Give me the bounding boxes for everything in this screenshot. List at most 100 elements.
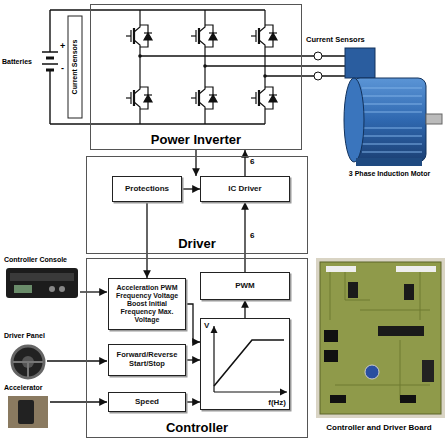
induction-motor	[362, 128, 422, 129]
device-label: Accelerator	[4, 384, 43, 392]
board-photo	[330, 270, 430, 400]
junction-dot	[203, 64, 207, 68]
inverter-block: Power Inverter	[90, 4, 302, 150]
control-box: Forward/Reverse Start/Stop	[108, 344, 186, 376]
dc-bus	[50, 123, 265, 124]
signal-arrow	[244, 202, 245, 272]
current-sensor-symbol	[314, 72, 322, 80]
axis-label: f(Hz)	[268, 398, 286, 407]
controller-block: Controller Acceleration PWM Frequency Vol…	[86, 258, 308, 438]
induction-motor	[344, 78, 364, 162]
induction-motor	[362, 136, 422, 137]
controller-console-image	[59, 286, 65, 292]
box-text: IC Driver	[228, 184, 261, 193]
polarity-sign: -	[61, 64, 64, 74]
signal-arrow	[182, 188, 200, 189]
vf-curve	[214, 391, 287, 392]
component-label: Current Sensors	[306, 36, 365, 44]
induction-motor	[362, 104, 422, 105]
signal-arrow	[244, 150, 245, 176]
input-box: Speed	[108, 392, 186, 412]
bus-width-label: 6	[249, 232, 255, 240]
induction-motor	[362, 88, 422, 89]
component-label: Current Sensors	[71, 40, 79, 95]
board-photo	[400, 395, 416, 403]
induction-motor	[362, 96, 422, 97]
battery-symbol	[42, 63, 58, 65]
block-title: Controller	[87, 420, 307, 435]
process-box: PWM	[200, 272, 290, 300]
battery-symbol	[46, 69, 54, 72]
component-label: Batteries	[2, 58, 32, 66]
photo-caption: Controller and Driver Board	[312, 424, 446, 433]
box-text: Protections	[125, 184, 169, 193]
current-sensor-box	[68, 16, 82, 118]
input-arrow	[47, 292, 107, 402]
process-box: IC Driver	[200, 176, 290, 202]
accelerator-image	[18, 400, 34, 424]
board-photo	[365, 365, 379, 379]
box-text: Speed	[135, 397, 159, 406]
board-photo	[396, 266, 436, 272]
board-photo	[330, 270, 430, 400]
block-title: Driver	[87, 236, 307, 251]
battery-symbol	[46, 57, 54, 60]
controller-console-image	[14, 285, 32, 293]
current-sensor-symbol	[314, 52, 322, 80]
signal-arrow	[186, 304, 200, 342]
signal-arrow	[195, 150, 196, 176]
board-photo	[324, 330, 338, 342]
driver-panel-image	[12, 346, 44, 378]
induction-motor	[362, 144, 422, 145]
parameter-box: Acceleration PWM Frequency Voltage Boost…	[108, 278, 186, 330]
device-label: Controller Console	[4, 256, 67, 264]
inverter-legs	[126, 84, 152, 112]
induction-motor	[362, 112, 422, 113]
induction-motor	[362, 88, 422, 152]
board-photo	[316, 258, 445, 418]
board-photo	[320, 262, 441, 414]
controller-console-image	[6, 268, 78, 298]
driver-panel-image	[12, 346, 44, 378]
bus-width-label: 6	[249, 158, 255, 166]
device-label: Driver Panel	[4, 332, 45, 340]
junction-dot	[138, 54, 142, 58]
input-arrow	[47, 360, 107, 361]
phase-wires	[140, 56, 345, 76]
inverter-legs	[126, 22, 152, 50]
inverter-legs	[251, 84, 277, 112]
box-text: PWM	[235, 281, 255, 290]
inverter-legs	[251, 22, 277, 50]
component-label: 3 Phase Induction Motor	[334, 170, 445, 178]
controller-console-image	[10, 273, 74, 281]
induction-motor	[356, 158, 422, 166]
driver-block: Driver Protections IC Driver	[86, 156, 308, 254]
controller-console-image	[6, 268, 78, 298]
vf-curve	[213, 326, 214, 392]
accelerator-image	[8, 396, 48, 428]
induction-motor	[426, 114, 442, 124]
process-box: Protections	[112, 176, 182, 202]
input-arrow	[80, 291, 107, 292]
signal-arrow	[146, 202, 147, 278]
axis-label: V	[204, 321, 209, 330]
signal-arrow	[186, 401, 200, 402]
vf-curve	[214, 326, 287, 392]
inverter-legs	[191, 22, 217, 50]
phase-wires	[265, 75, 345, 76]
board-photo	[404, 284, 414, 300]
board-photo	[324, 350, 338, 362]
dc-bus	[50, 9, 265, 10]
signal-arrow	[244, 300, 245, 318]
dc-bus	[49, 10, 50, 52]
block-title: Power Inverter	[91, 132, 301, 147]
junction-dot	[138, 54, 267, 78]
box-text: Forward/Reverse Start/Stop	[112, 351, 182, 368]
vf-curve-box: Vf(Hz)	[200, 318, 290, 410]
input-arrow	[50, 401, 107, 402]
board-photo	[316, 258, 445, 418]
